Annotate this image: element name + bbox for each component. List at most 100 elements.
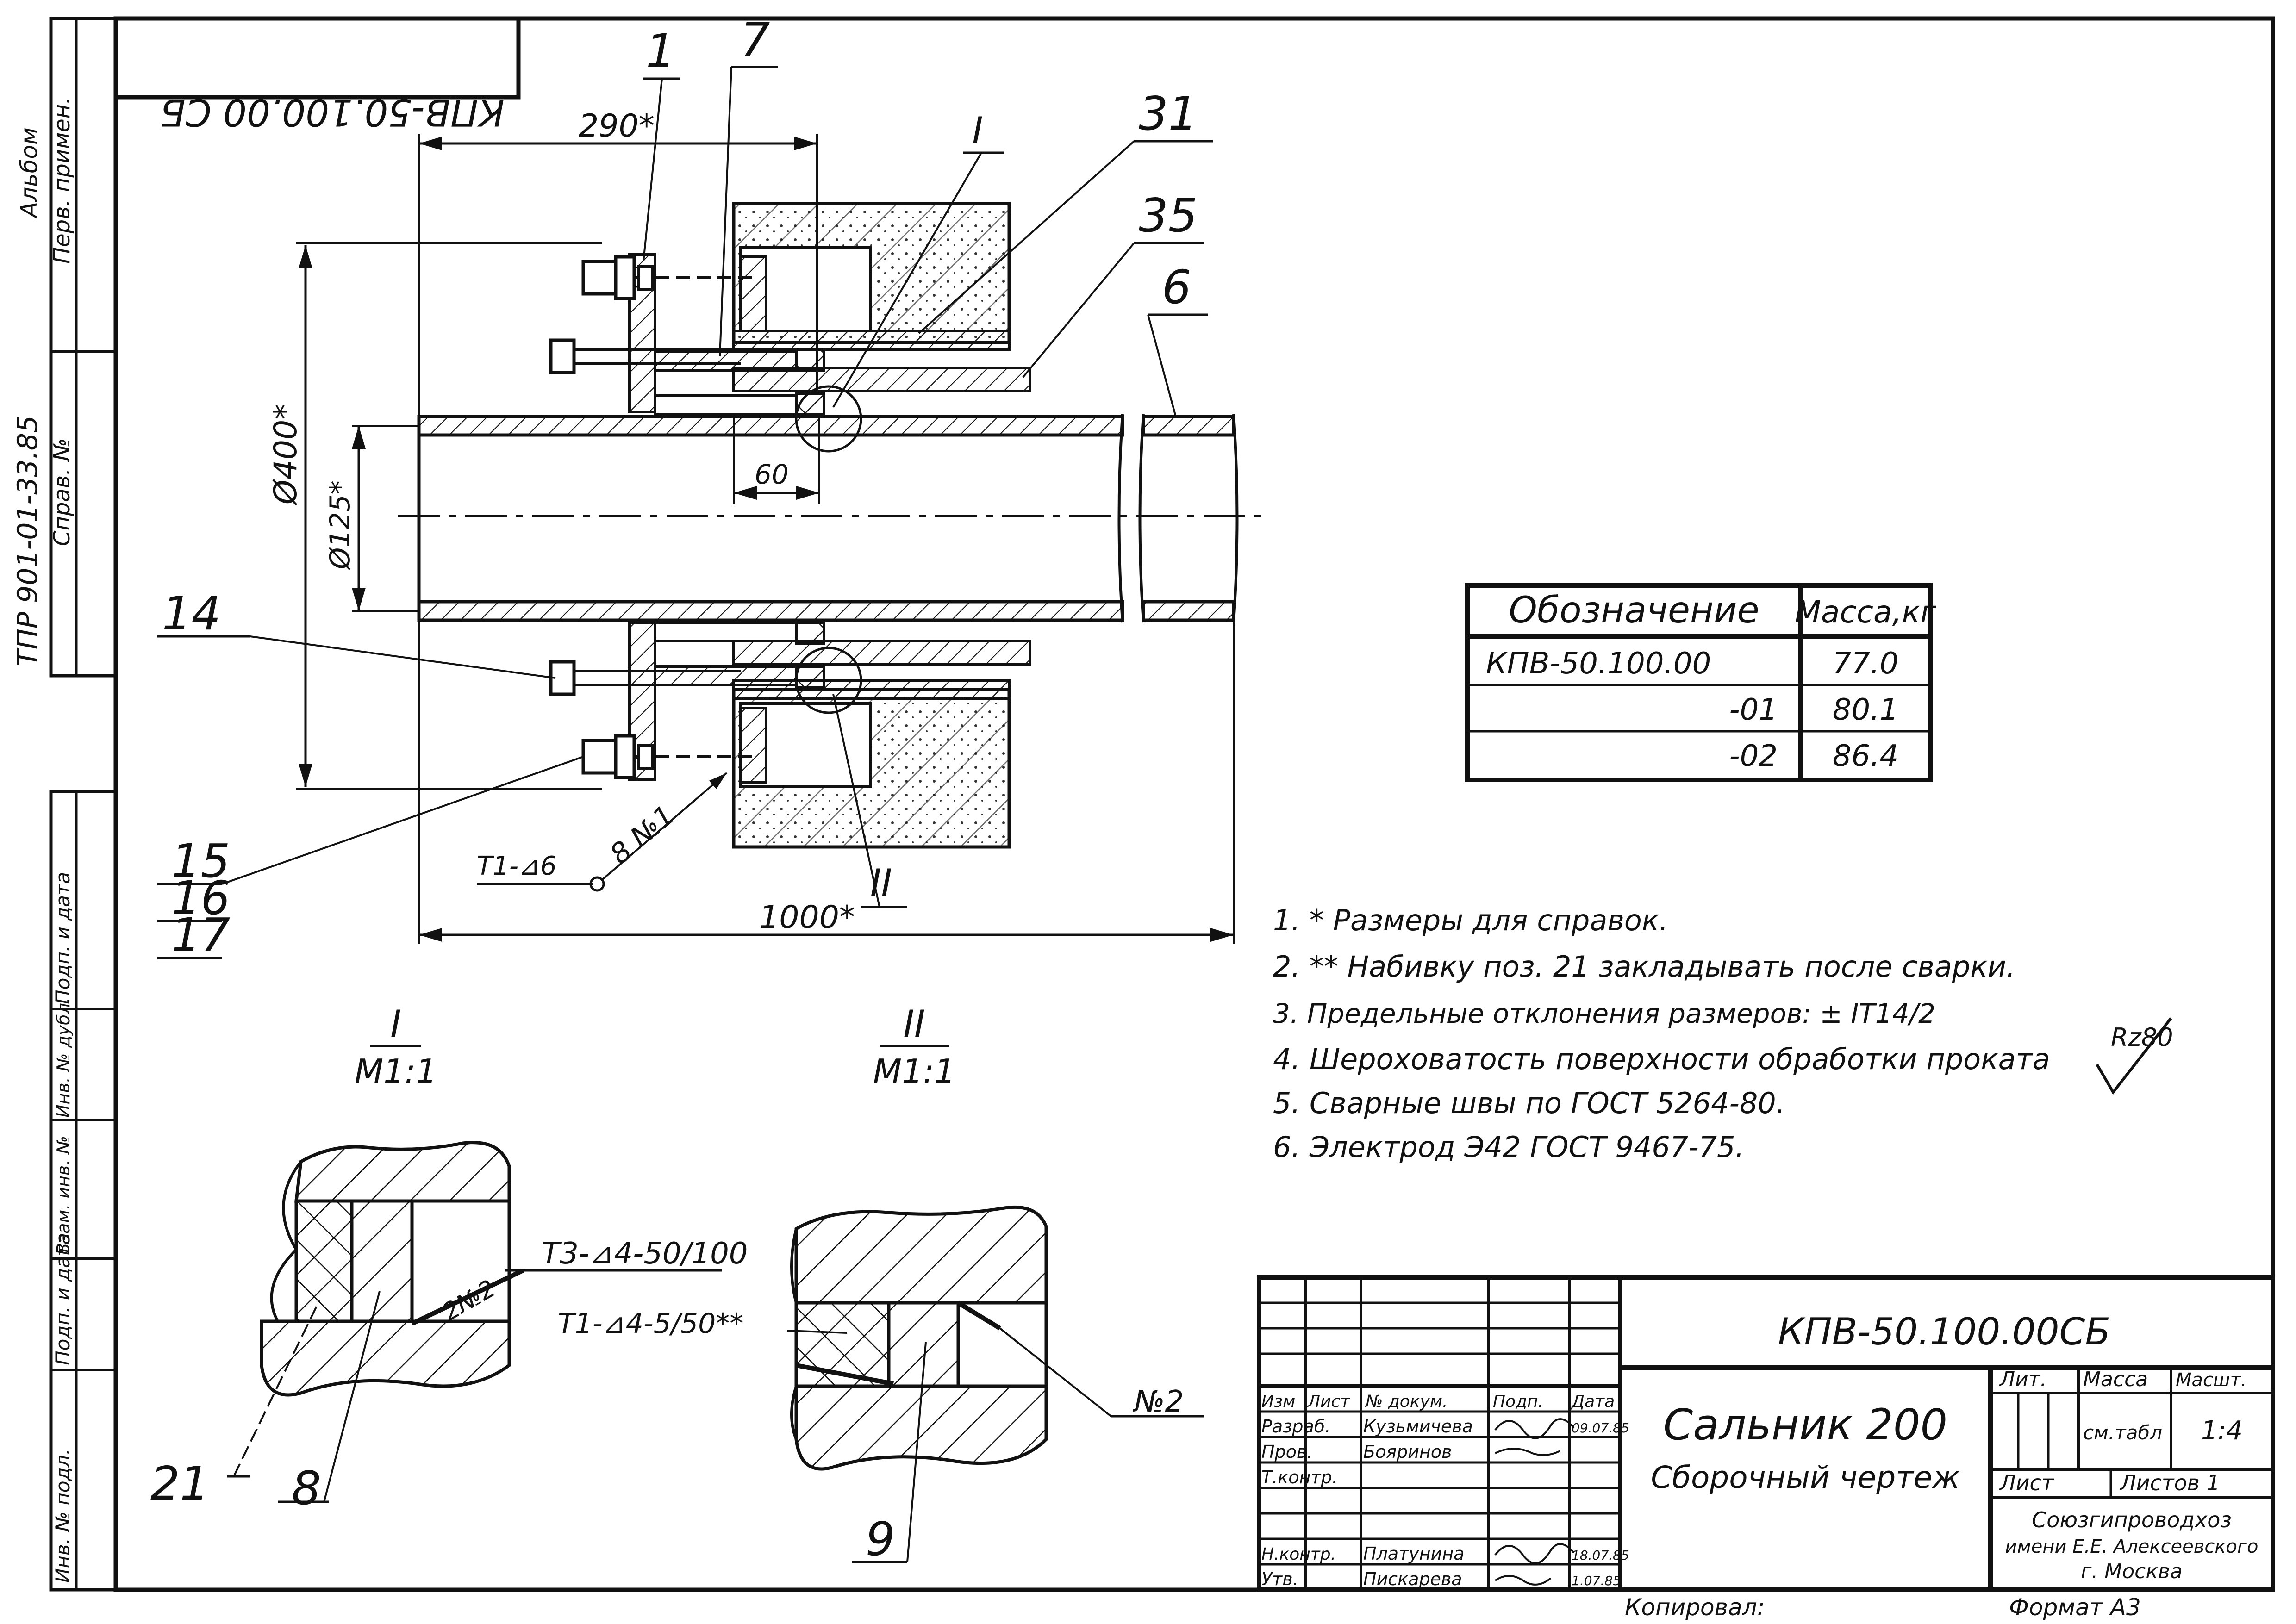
weld-t3: Т3-⊿4-50/100 <box>542 1237 748 1271</box>
note-5: 5. Сварные швы по ГОСТ 5264-80. <box>1273 1086 1785 1120</box>
dim-125: Ø125* <box>324 480 356 571</box>
callout-9: 9 <box>866 1512 895 1566</box>
sleeve-35-top <box>732 367 1031 392</box>
tb-lit-label: Лит. <box>1999 1368 2046 1391</box>
dim-400: Ø400* <box>268 404 304 506</box>
detail-I-scale: M1:1 <box>355 1052 437 1091</box>
callout-31: 31 <box>1139 87 1198 141</box>
sleeve-35-bottom <box>732 640 1031 666</box>
tb-role-0: Разраб. <box>1261 1416 1330 1437</box>
tb-col-podp: Подп. <box>1493 1392 1543 1411</box>
tb-scale-value: 1:4 <box>2201 1416 2243 1446</box>
tb-scale-label: Масшт. <box>2176 1369 2247 1391</box>
tb-org-2: имени Е.Е. Алексеевского <box>2005 1536 2259 1557</box>
mass-row-2-designation: -02 <box>1729 739 1778 773</box>
roughness-symbol <box>2096 1017 2172 1095</box>
callout-7: 7 <box>741 12 770 67</box>
tb-mass-label: Масса <box>2083 1368 2148 1391</box>
mass-row-1-mass: 80.1 <box>1833 693 1899 727</box>
bushing-top <box>654 350 798 372</box>
callout-6: 6 <box>1162 260 1192 314</box>
mass-row-0-designation: КПВ-50.100.00 <box>1486 647 1711 681</box>
roughness-value: Rz80 <box>2111 1023 2173 1052</box>
callout-N2: №2 <box>1133 1385 1184 1419</box>
top-stamp: КПВ-50.100.00 СБ <box>160 91 505 134</box>
title-block <box>1257 1275 2275 1592</box>
detail-II-label: II <box>903 1002 925 1045</box>
tb-role-2: Т.контр. <box>1261 1467 1338 1487</box>
detail-I <box>227 1141 722 1503</box>
tb-name-0: Кузьмичева <box>1363 1416 1473 1437</box>
mass-table-header-designation: Обозначение <box>1509 590 1759 631</box>
weld-t1: Т1-⊿6 <box>477 851 557 881</box>
callout-15: 15 <box>171 834 230 888</box>
detail-circle-II <box>795 647 862 714</box>
title-designation: КПВ-50.100.00СБ <box>1778 1310 2111 1353</box>
tb-name-1: Бояринов <box>1363 1442 1452 1462</box>
tb-col-date: Дата <box>1571 1392 1615 1411</box>
tb-org-3: г. Москва <box>2081 1560 2183 1583</box>
side-label-dubl: Инв. № дубл. <box>53 997 74 1118</box>
tb-col-list: Лист <box>1307 1392 1350 1411</box>
mass-row-2-mass: 86.4 <box>1833 739 1899 773</box>
tb-col-doc: № докум. <box>1365 1392 1447 1411</box>
note-4: 4. Шероховатость поверхности обработки п… <box>1273 1042 2050 1076</box>
detail-II <box>786 1205 1204 1563</box>
bolt-top-1 <box>581 255 759 300</box>
pipe-wall-bottom <box>417 600 1124 622</box>
note-2: 2. ** Набивку поз. 21 закладывать после … <box>1273 950 2015 983</box>
tb-role-3: Н.контр. <box>1261 1545 1336 1564</box>
note-1: 1. * Размеры для справок. <box>1273 903 1668 937</box>
callout-14: 14 <box>162 586 221 641</box>
detail-I-label: I <box>390 1002 401 1045</box>
tb-date-4: 1.07.85 <box>1572 1573 1621 1588</box>
side-label-sprav: Справ. № <box>49 438 75 546</box>
tb-role-4: Утв. <box>1261 1569 1298 1589</box>
detail-circle-I <box>795 385 862 453</box>
bolt-bottom-1 <box>549 660 741 696</box>
signature-razrab <box>1494 1418 1575 1439</box>
callout-1: 1 <box>646 24 675 78</box>
dim-1000: 1000* <box>759 899 855 936</box>
album-label: Альбом <box>16 127 43 219</box>
tb-name-3: Платунина <box>1363 1543 1464 1564</box>
signature-prov <box>1495 1448 1560 1456</box>
side-label-podl: Инв. № подл. <box>51 1449 74 1583</box>
signature-utv <box>1494 1575 1552 1586</box>
callout-17: 17 <box>171 908 230 962</box>
tb-col-izm: Изм <box>1261 1392 1295 1411</box>
tb-org-1: Союзгипроводхоз <box>2032 1507 2232 1532</box>
signature-nkontr <box>1494 1543 1575 1564</box>
footer-copied: Копировал: <box>1625 1594 1765 1621</box>
callout-16: 16 <box>171 871 230 925</box>
callout-8: 8 <box>292 1461 321 1515</box>
bolt-top-2 <box>549 338 741 374</box>
note-3: 3. Предельные отклонения размеров: ± IT1… <box>1273 998 1935 1029</box>
title-doc-type: Сборочный чертеж <box>1651 1460 1960 1495</box>
side-label-podp2: Подп. и дата <box>51 1233 74 1365</box>
callout-I: I <box>972 109 983 152</box>
dim-290: 290* <box>579 108 655 144</box>
side-label-vzam: Взам. инв. № <box>53 1136 74 1255</box>
tb-sheets-label: Листов 1 <box>2119 1470 2220 1495</box>
bolt-bottom-2 <box>581 734 759 779</box>
side-stamp <box>49 17 118 1592</box>
top-stamp-box <box>113 16 521 100</box>
pipe-wall-top <box>417 415 1124 437</box>
tb-date-0: 09.07.85 <box>1572 1420 1629 1436</box>
mass-row-1-designation: -01 <box>1729 693 1778 727</box>
tb-name-4: Пискарева <box>1363 1569 1462 1589</box>
side-label-podp1: Подп. и дата <box>51 872 74 1004</box>
dim-60: 60 <box>755 459 789 490</box>
callout-21: 21 <box>150 1456 209 1511</box>
title-name: Сальник 200 <box>1663 1400 1947 1450</box>
tb-date-3: 18.07.85 <box>1572 1548 1629 1563</box>
weld-8: 8 №1 <box>604 799 681 871</box>
mass-table <box>1465 583 1933 782</box>
tb-mass-value: см.табл <box>2083 1421 2162 1444</box>
sleeve-top <box>732 330 1011 351</box>
side-label-perv: Перв. примен. <box>49 97 75 264</box>
detail-II-scale: M1:1 <box>873 1052 955 1091</box>
tb-sheet-label: Лист <box>1999 1470 2054 1495</box>
